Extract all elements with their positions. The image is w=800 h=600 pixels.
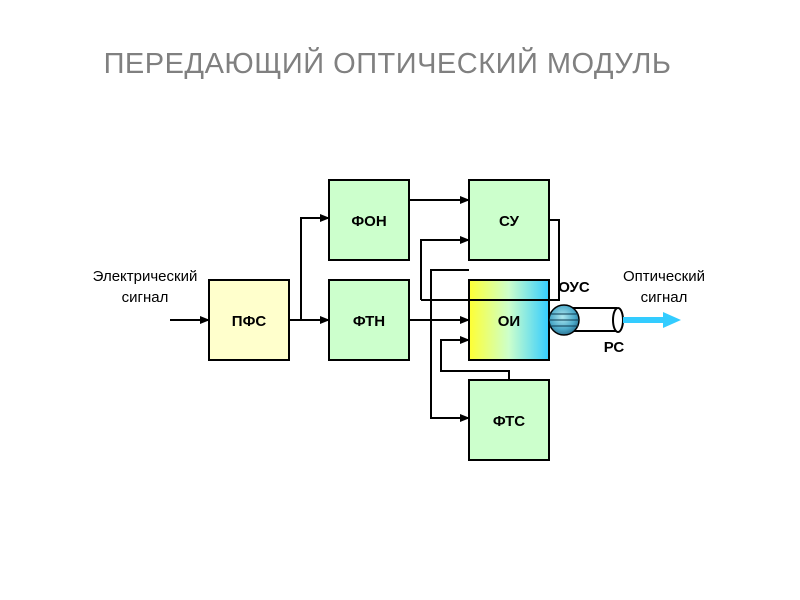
fon-label: ФОН (351, 213, 386, 230)
output-label-line1: Оптический (623, 268, 705, 285)
fts-to-oi-arrow (440, 336, 510, 380)
oi-label: ОИ (498, 313, 520, 330)
fts-block (468, 379, 550, 461)
pfs-label: ПФС (232, 313, 267, 330)
output-arrow-head (663, 312, 681, 328)
input-label-line1: Электрический (93, 268, 198, 285)
feedback-to-su-arrow (420, 236, 470, 300)
fts-label: ФТС (493, 413, 525, 430)
output-label-line2: сигнал (641, 289, 688, 306)
pfs-to-fon-arrow (300, 214, 330, 320)
su-block (468, 179, 550, 261)
bus-line (430, 269, 470, 422)
fiber-end (612, 307, 624, 333)
ftn-block (328, 279, 410, 361)
fon-block (328, 179, 410, 261)
su-to-oi-line (421, 219, 560, 301)
ftn-label: ФТН (353, 313, 385, 330)
pfs-block (208, 279, 290, 361)
oi-block (468, 279, 550, 361)
su-label: СУ (499, 213, 520, 230)
slide-title: ПЕРЕДАЮЩИЙ ОПТИЧЕСКИЙ МОДУЛЬ (103, 48, 672, 80)
ous-tag: ОУС (558, 279, 590, 296)
rs-tag: РС (604, 339, 625, 356)
input-label-line2: сигнал (122, 289, 169, 306)
